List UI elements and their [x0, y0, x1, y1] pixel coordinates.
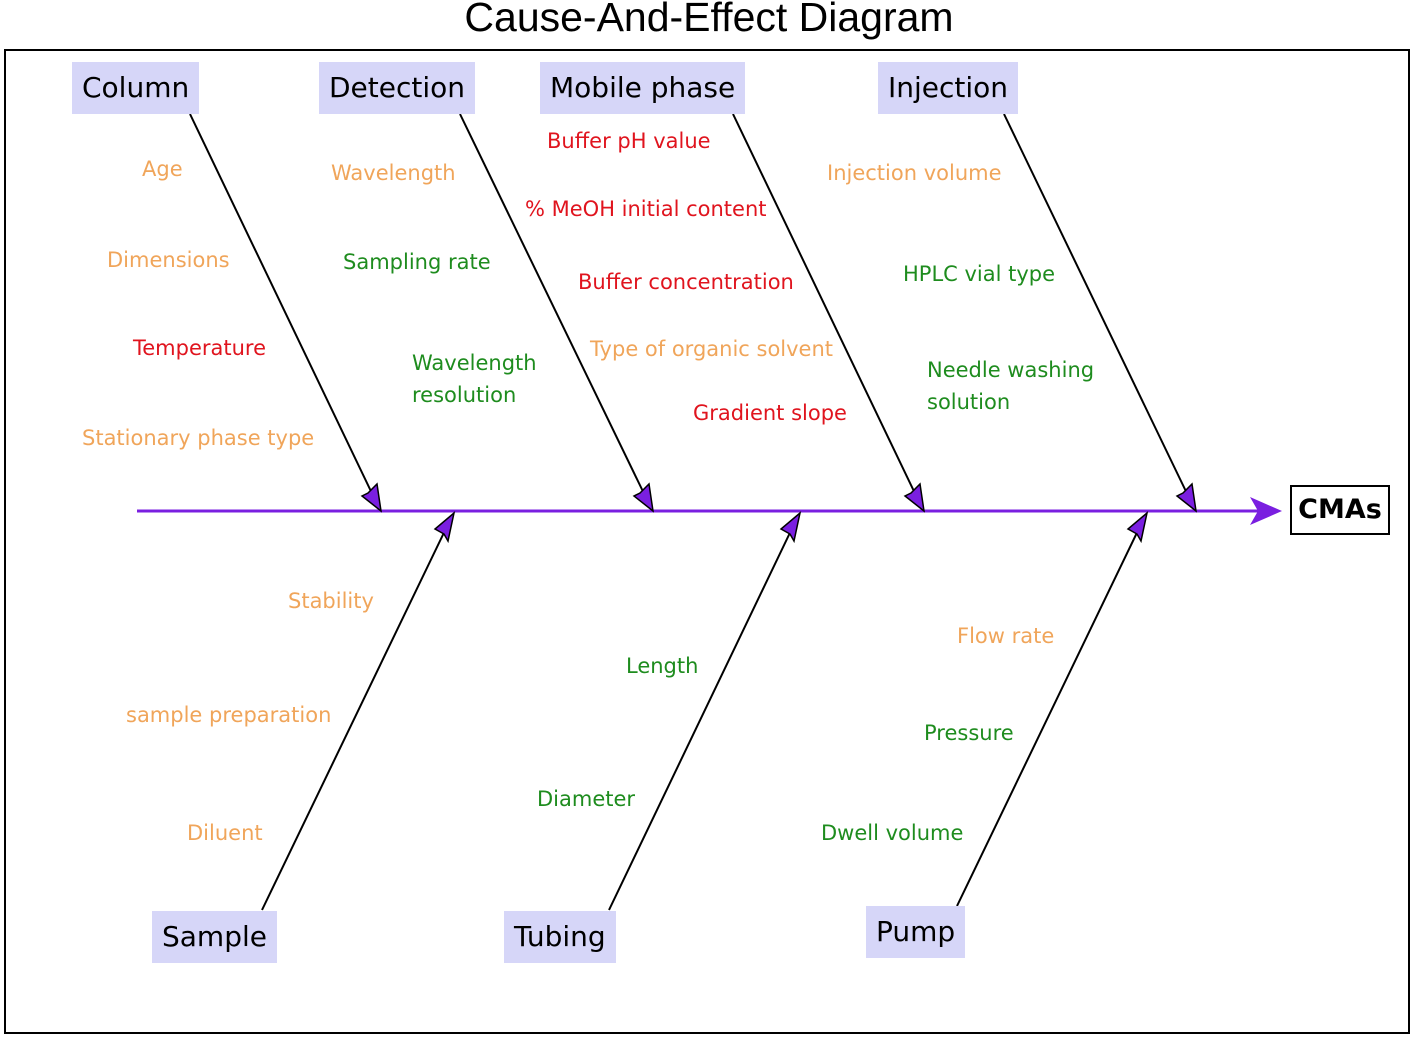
cause-needle-washing-line1: Needle washing — [927, 358, 1095, 382]
cause-length: Length — [626, 654, 699, 678]
bone-pump-head — [1126, 511, 1149, 544]
effect-box: CMAs — [1290, 485, 1390, 535]
bone-injection-head — [1175, 482, 1198, 513]
cause-diameter: Diameter — [537, 787, 636, 811]
category-mobile-phase: Mobile phase — [540, 62, 746, 114]
category-detection: Detection — [319, 62, 476, 114]
bone-pump — [956, 515, 1146, 907]
bone-mobile-phase — [732, 113, 923, 509]
diagram-title: Cause-And-Effect Diagram — [464, 0, 954, 40]
cause-sampling-rate: Sampling rate — [343, 250, 491, 274]
cause-age: Age — [142, 157, 183, 181]
cause-wavelength: Wavelength — [331, 161, 456, 185]
cause-buffer-ph-value: Buffer pH value — [547, 129, 711, 153]
bone-column-head — [360, 482, 383, 513]
diagram-frame — [4, 49, 1410, 1034]
bone-sample — [261, 515, 453, 911]
cause-meoh-initial-content: % MeOH initial content — [525, 197, 767, 221]
category-sample: Sample — [152, 911, 277, 963]
bone-detection-head — [632, 482, 655, 513]
cause-diluent: Diluent — [187, 821, 263, 845]
cause-type-of-organic-solvent: Type of organic solvent — [590, 337, 834, 361]
bone-detection — [459, 113, 652, 509]
cause-sample-preparation: sample preparation — [126, 703, 332, 727]
cause-stationary-phase-type: Stationary phase type — [82, 426, 315, 450]
cause-dwell-volume: Dwell volume — [821, 821, 964, 845]
cause-buffer-concentration: Buffer concentration — [578, 270, 794, 294]
cause-dimensions: Dimensions — [107, 248, 230, 272]
cause-hplc-vial-type: HPLC vial type — [903, 262, 1056, 286]
cause-needle-washing-line2: solution — [927, 390, 1011, 414]
bone-tubing-head — [779, 511, 802, 544]
bone-injection — [1003, 113, 1195, 509]
cause-injection-volume: Injection volume — [827, 161, 1002, 185]
category-column: Column — [72, 62, 200, 114]
cause-pressure: Pressure — [924, 721, 1014, 745]
bone-mobile-phase-head — [903, 482, 926, 513]
cause-flow-rate: Flow rate — [957, 624, 1055, 648]
bone-tubing — [608, 515, 799, 911]
category-injection: Injection — [878, 62, 1019, 114]
cause-temperature: Temperature — [133, 336, 267, 360]
bone-sample-head — [433, 511, 456, 544]
cause-gradient-slope: Gradient slope — [693, 401, 847, 425]
spine-arrowhead — [1250, 497, 1282, 525]
cause-wavelength-resolution-line2: resolution — [412, 383, 517, 407]
bone-column — [189, 113, 380, 509]
cause-stability: Stability — [288, 589, 374, 613]
category-pump: Pump — [866, 906, 966, 958]
category-tubing: Tubing — [504, 911, 616, 963]
cause-wavelength-resolution-line1: Wavelength — [412, 351, 537, 375]
